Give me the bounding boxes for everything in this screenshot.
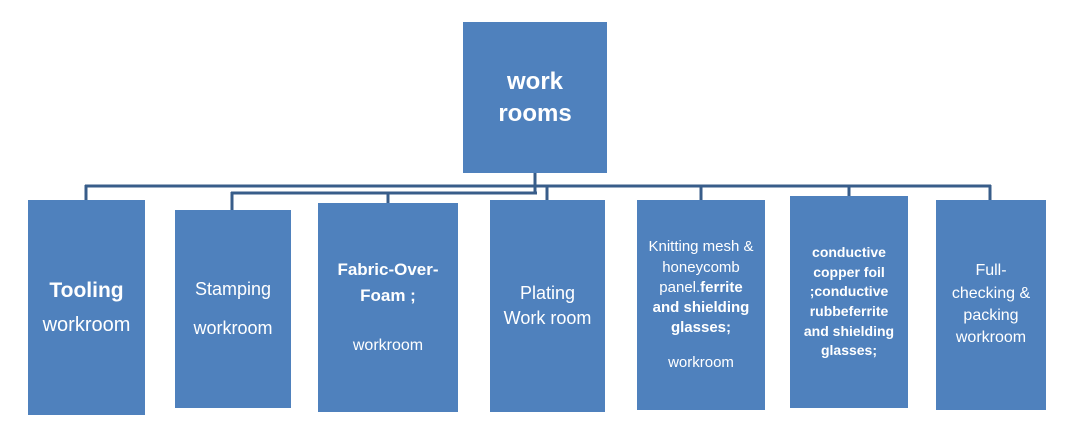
node-label-emphasis: conductive copper foil ;conductive rubbe… bbox=[803, 244, 895, 359]
node-label-line2: Work room bbox=[503, 308, 592, 328]
node-label-body: Knitting mesh & honeycomb panel.ferrite … bbox=[645, 237, 757, 338]
node-label-title: Fabric-Over-Foam ; bbox=[337, 260, 439, 305]
node-label-lead: Knitting mesh & honeycomb panel. bbox=[648, 238, 754, 296]
node-label: Full-checking & packing workroom bbox=[951, 262, 1031, 347]
node-label-line2: workroom bbox=[193, 318, 273, 338]
node-label-subtitle: workroom bbox=[352, 337, 424, 354]
node-label-tail: workroom bbox=[668, 353, 734, 371]
node-label-line1: Plating bbox=[519, 282, 576, 303]
node-label-line1: Stamping bbox=[194, 278, 272, 299]
node-work-rooms: work rooms bbox=[463, 22, 607, 173]
node-label: work rooms bbox=[498, 68, 572, 127]
node-label-subtitle: workroom bbox=[42, 314, 131, 337]
node-conductive-copper-foil: conductive copper foil ;conductive rubbe… bbox=[790, 196, 908, 408]
node-tooling-workroom: Tooling workroom bbox=[28, 200, 145, 415]
node-knitting-mesh-workroom: Knitting mesh & honeycomb panel.ferrite … bbox=[637, 200, 765, 410]
node-label-emphasis: ferrite and shielding glasses; bbox=[652, 278, 750, 337]
node-fabric-over-foam-workroom: Fabric-Over-Foam ; workroom bbox=[318, 203, 458, 412]
node-stamping-workroom: Stamping workroom bbox=[175, 210, 291, 408]
node-plating-workroom: Plating Work room bbox=[490, 200, 605, 412]
node-label-title: Tooling bbox=[49, 278, 124, 302]
node-full-checking-packing-workroom: Full-checking & packing workroom bbox=[936, 200, 1046, 410]
